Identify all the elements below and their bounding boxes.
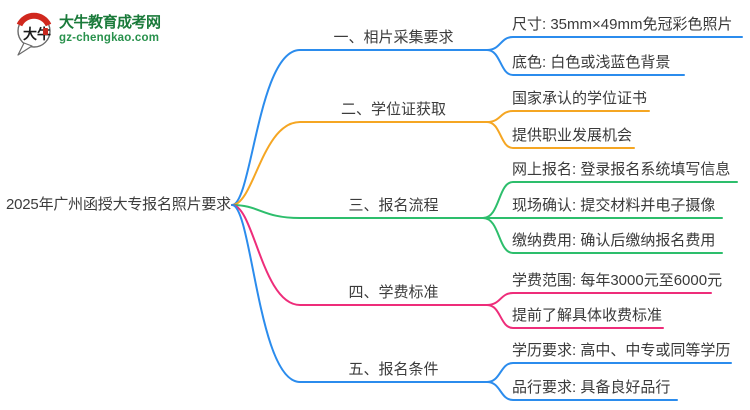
logo-title: 大牛教育成考网 — [59, 14, 161, 31]
leaf-tuition-check: 提前了解具体收费标准 — [512, 307, 663, 324]
branch-label-5: 五、报名条件 — [348, 361, 439, 378]
central-topic: 2025年广州函授大专报名照片要求 — [6, 196, 231, 213]
leaf-career-opportunity: 提供职业发展机会 — [512, 127, 633, 144]
connector-leaf-4b — [486, 304, 664, 329]
logo-text-block: 大牛教育成考网 gz-chengkao.com — [59, 10, 161, 45]
leaf-photo-size: 尺寸: 35mm×49mm免冠彩色照片 — [512, 16, 733, 33]
logo-domain: gz-chengkao.com — [59, 32, 160, 44]
leaf-pay-fee: 缴纳费用: 确认后缴纳报名费用 — [512, 232, 716, 249]
connector-leaf-1a — [486, 36, 743, 51]
connector-leaf-3a — [482, 181, 738, 219]
leaf-online-signup: 网上报名: 登录报名系统填写信息 — [512, 161, 731, 178]
connector-branch-5 — [231, 204, 488, 383]
connector-leaf-5a — [486, 362, 732, 383]
connector-leaf-4a — [486, 292, 712, 306]
branch-label-1: 一、相片采集要求 — [333, 29, 454, 46]
leaf-photo-background: 底色: 白色或浅蓝色背景 — [512, 54, 671, 71]
connector-branch-2 — [231, 121, 488, 206]
leaf-conduct-requirement: 品行要求: 具备良好品行 — [512, 379, 671, 396]
leaf-onsite-confirm: 现场确认: 提交材料并电子摄像 — [512, 197, 716, 214]
connector-branch-3 — [231, 204, 484, 219]
branch-label-3: 三、报名流程 — [348, 197, 439, 214]
connector-branch-1 — [231, 49, 488, 206]
site-logo: 大牛 大牛教育成考网 gz-chengkao.com — [14, 10, 161, 58]
daniu-logo-icon: 大牛 — [16, 12, 52, 56]
leaf-degree-recognized: 国家承认的学位证书 — [512, 90, 648, 107]
connector-leaf-1b — [486, 49, 685, 76]
branch-label-2: 二、学位证获取 — [340, 101, 446, 118]
connector-leaf-3c — [482, 217, 723, 254]
connector-leaf-2b — [486, 121, 635, 149]
connector-leaf-2a — [486, 110, 650, 123]
leaf-education-requirement: 学历要求: 高中、中专或同等学历 — [512, 342, 731, 359]
branch-label-4: 四、学费标准 — [348, 284, 439, 301]
connector-branch-4 — [231, 204, 488, 306]
connector-leaf-5b — [486, 381, 678, 401]
leaf-tuition-range: 学费范围: 每年3000元至6000元 — [512, 272, 723, 289]
